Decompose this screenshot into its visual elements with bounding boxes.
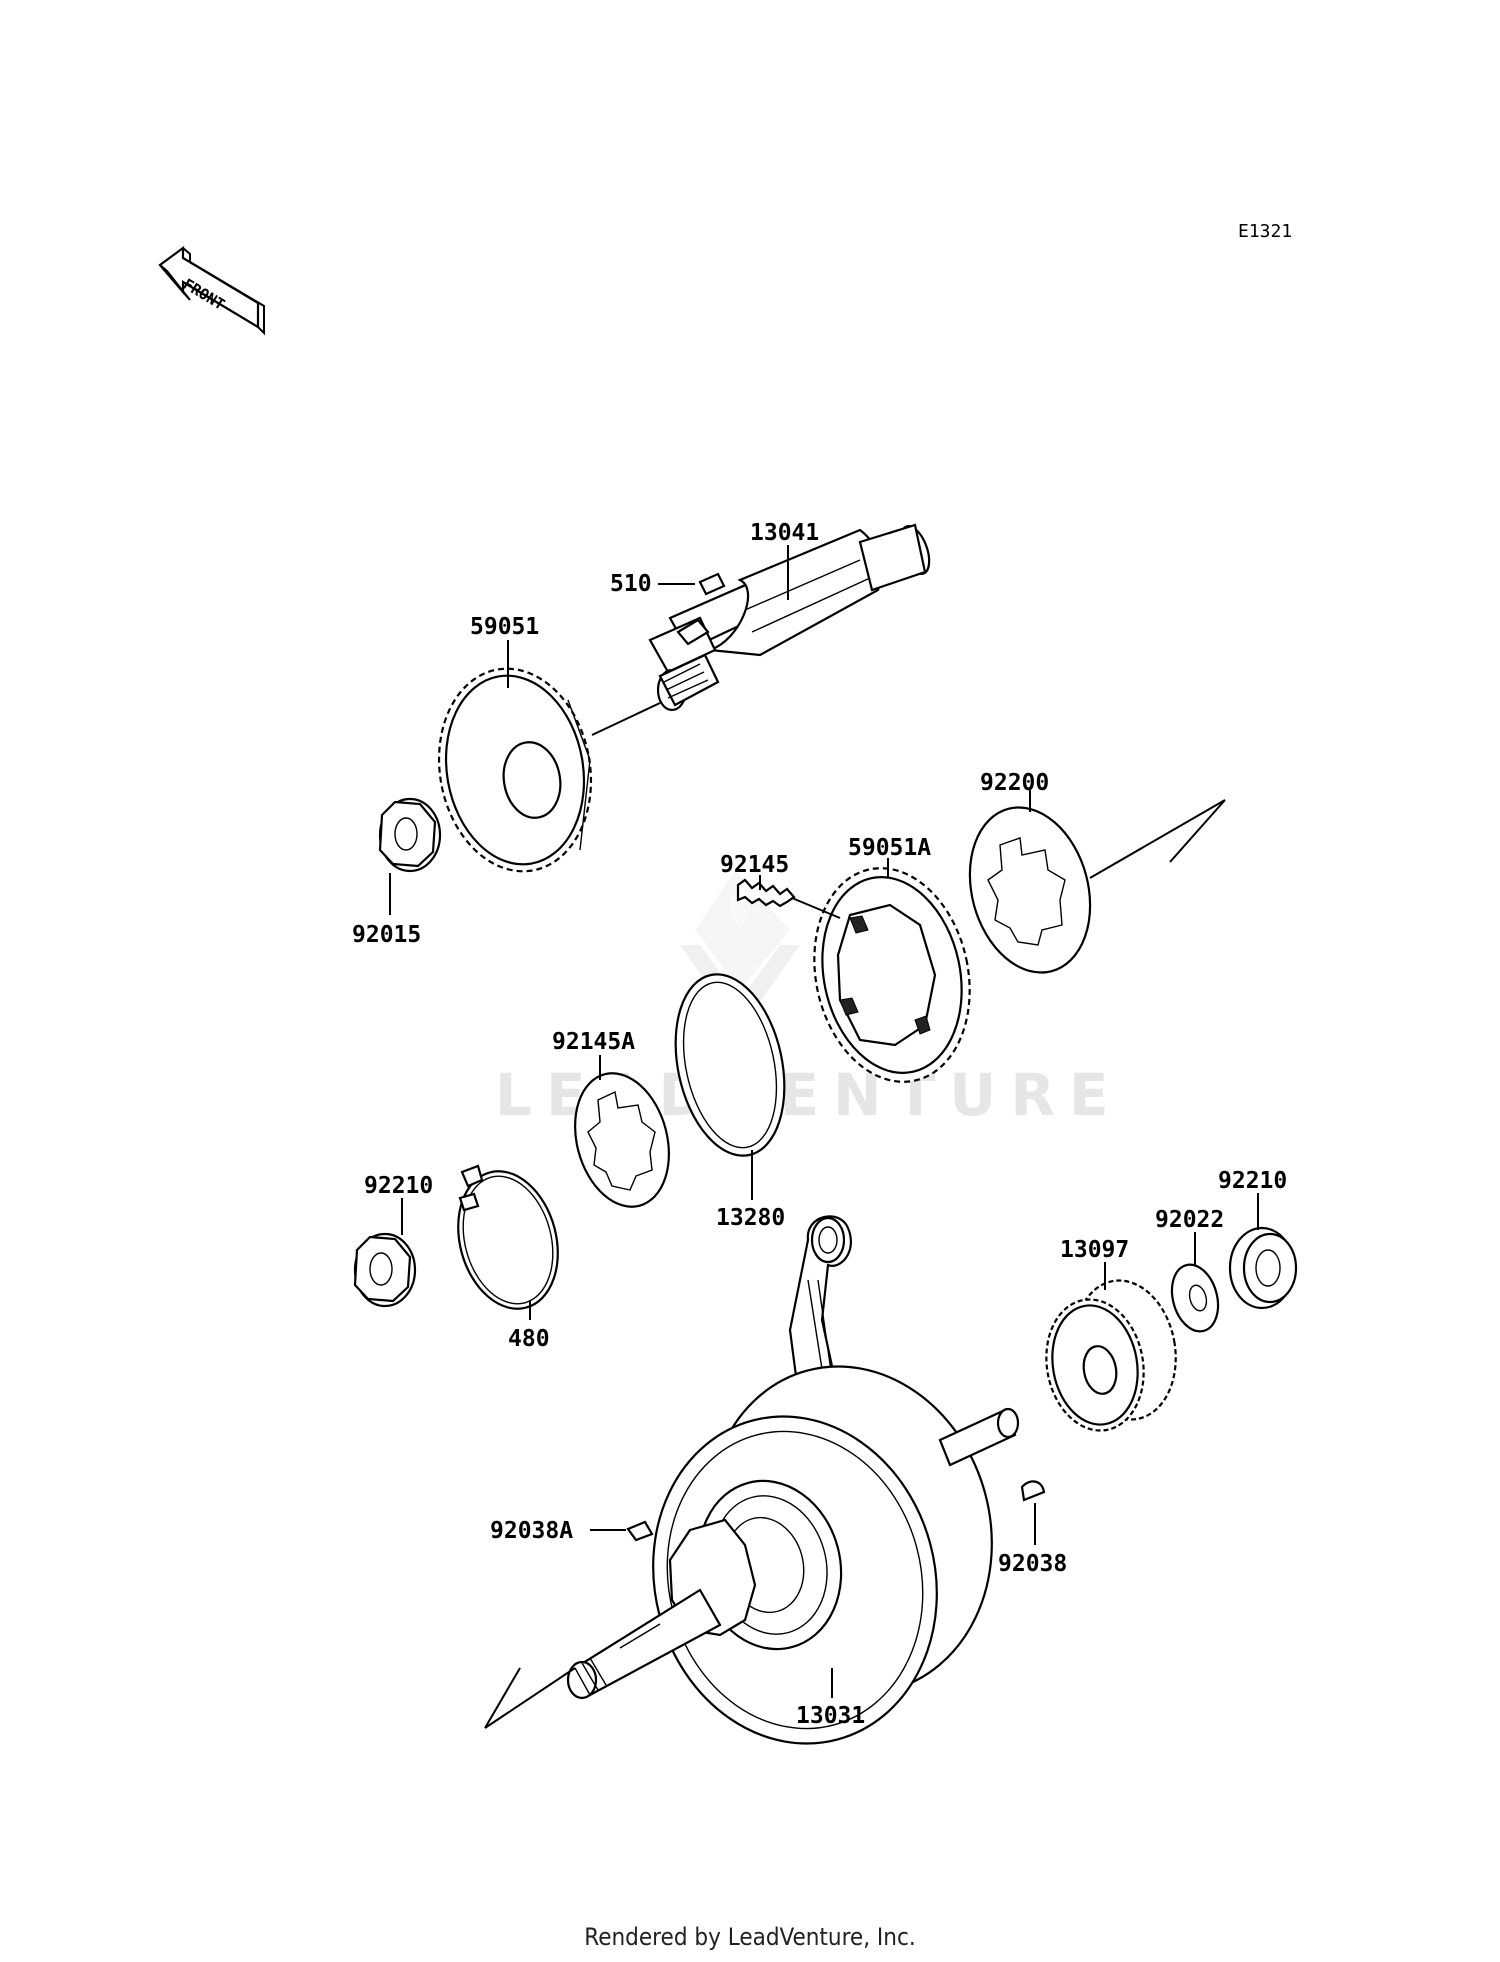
part-92038A-key[interactable] [626, 1520, 654, 1542]
part-92015-nut[interactable] [378, 797, 442, 873]
part-92145A-washer[interactable] [561, 1063, 683, 1218]
part-92210-nut-left[interactable] [353, 1232, 417, 1308]
label-13041[interactable]: 13041 [750, 520, 819, 546]
part-92210-nut-right[interactable] [1228, 1226, 1298, 1310]
front-arrow-icon: FRONT [158, 245, 265, 336]
label-92200[interactable]: 92200 [980, 770, 1049, 796]
part-13041-balancer-shaft[interactable] [648, 522, 935, 712]
part-92022-washer[interactable] [1165, 1259, 1225, 1336]
label-92145[interactable]: 92145 [720, 852, 789, 878]
label-510[interactable]: 510 [610, 571, 652, 597]
label-13097[interactable]: 13097 [1060, 1237, 1129, 1263]
label-92038[interactable]: 92038 [998, 1551, 1067, 1577]
label-92210-right[interactable]: 92210 [1218, 1168, 1287, 1194]
part-13097-gear[interactable] [1036, 1272, 1186, 1438]
label-92210-left[interactable]: 92210 [364, 1173, 433, 1199]
label-13031[interactable]: 13031 [796, 1703, 865, 1729]
part-59051-gear[interactable] [423, 657, 606, 884]
leader-lines [389, 545, 1259, 1729]
part-labels: 13041 510 59051 92015 92200 59051A 92145… [352, 520, 1287, 1729]
label-92038A[interactable]: 92038A [490, 1518, 573, 1544]
label-59051A[interactable]: 59051A [848, 835, 931, 861]
part-510-key[interactable] [698, 572, 726, 596]
part-13031-crankshaft[interactable] [566, 1215, 1028, 1775]
part-92200-washer[interactable] [952, 794, 1108, 986]
part-59051A-gear[interactable] [795, 854, 989, 1097]
label-92145A[interactable]: 92145A [552, 1029, 635, 1055]
diagram-code: E1321 [1238, 221, 1292, 242]
part-92038-key[interactable] [1020, 1480, 1046, 1502]
label-92022[interactable]: 92022 [1155, 1207, 1224, 1233]
label-480[interactable]: 480 [508, 1326, 550, 1352]
part-13280-ring[interactable] [660, 964, 800, 1166]
label-59051[interactable]: 59051 [470, 614, 539, 640]
footer-credit: Rendered by LeadVenture, Inc. [584, 1923, 915, 1951]
part-480-circlip[interactable] [444, 1160, 573, 1320]
label-13280[interactable]: 13280 [716, 1205, 785, 1231]
part-92145-spring[interactable] [736, 878, 796, 908]
label-92015[interactable]: 92015 [352, 922, 421, 948]
